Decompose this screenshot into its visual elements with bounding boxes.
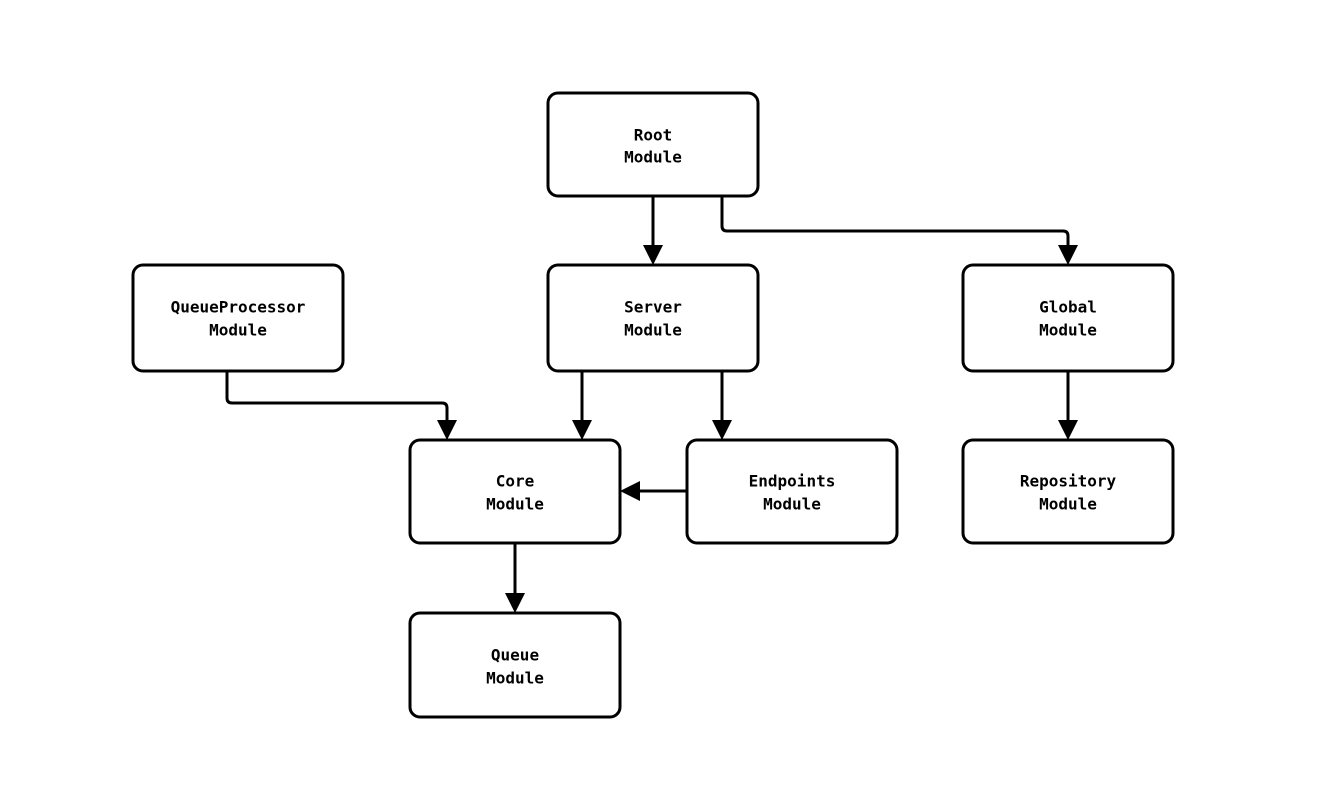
edge-server-to-core	[572, 371, 592, 440]
node-server-module-label-line2: Module	[624, 321, 682, 340]
node-global-module[interactable]: Global Module	[961, 263, 1175, 373]
edge-server-to-core-arrowhead	[572, 420, 592, 440]
node-queueprocessor-module-label-line1: QueueProcessor	[171, 298, 306, 317]
node-queue-module-box[interactable]	[408, 611, 622, 719]
node-queue-module-label-line2: Module	[486, 669, 544, 688]
node-endpoints-module-label-line2: Module	[763, 495, 821, 514]
edge-root-to-global-arrowhead	[1058, 245, 1078, 265]
node-global-module-label-line1: Global	[1039, 298, 1097, 317]
node-root-module-label-line2: Module	[624, 148, 682, 167]
node-repository-module[interactable]: Repository Module	[961, 438, 1175, 545]
node-root-module-box[interactable]	[546, 91, 760, 198]
edge-core-to-queue	[505, 543, 525, 613]
edge-server-to-endpoints-arrowhead	[712, 420, 732, 440]
nodes-layer: Root Module QueueProcessor Module Server…	[131, 91, 1175, 719]
node-core-module-box[interactable]	[408, 438, 622, 545]
edge-root-to-global-line	[720, 196, 1070, 248]
edge-endpoints-to-core	[620, 481, 687, 501]
edge-root-to-global	[720, 196, 1078, 265]
edge-core-to-queue-arrowhead	[505, 593, 525, 613]
edge-queueprocessor-to-core	[225, 371, 457, 440]
edge-global-to-repository-arrowhead	[1058, 420, 1078, 440]
node-queueprocessor-module-box[interactable]	[131, 263, 345, 373]
node-server-module[interactable]: Server Module	[546, 263, 760, 373]
edge-endpoints-to-core-arrowhead	[620, 481, 640, 501]
node-global-module-box[interactable]	[961, 263, 1175, 373]
node-queueprocessor-module-label-line2: Module	[209, 321, 267, 340]
node-server-module-box[interactable]	[546, 263, 760, 373]
node-core-module-label-line1: Core	[496, 472, 535, 491]
node-endpoints-module-label-line1: Endpoints	[749, 472, 836, 491]
node-server-module-label-line1: Server	[624, 298, 682, 317]
edge-queueprocessor-to-core-arrowhead	[437, 420, 457, 440]
node-endpoints-module-box[interactable]	[685, 438, 899, 545]
edge-server-to-endpoints	[712, 371, 732, 440]
node-repository-module-label-line2: Module	[1039, 495, 1097, 514]
node-queueprocessor-module[interactable]: QueueProcessor Module	[131, 263, 345, 373]
node-repository-module-label-line1: Repository	[1020, 472, 1117, 491]
edges-layer	[225, 196, 1078, 613]
node-core-module-label-line2: Module	[486, 495, 544, 514]
node-repository-module-box[interactable]	[961, 438, 1175, 545]
node-endpoints-module[interactable]: Endpoints Module	[685, 438, 899, 545]
edge-queueprocessor-to-core-line	[225, 371, 449, 423]
node-root-module-label-line1: Root	[634, 126, 673, 145]
edge-root-to-server-arrowhead	[643, 245, 663, 265]
edge-root-to-server	[643, 196, 663, 265]
node-queue-module-label-line1: Queue	[491, 646, 539, 665]
edge-global-to-repository	[1058, 371, 1078, 440]
node-global-module-label-line2: Module	[1039, 321, 1097, 340]
node-root-module[interactable]: Root Module	[546, 91, 760, 198]
node-core-module[interactable]: Core Module	[408, 438, 622, 545]
node-queue-module[interactable]: Queue Module	[408, 611, 622, 719]
